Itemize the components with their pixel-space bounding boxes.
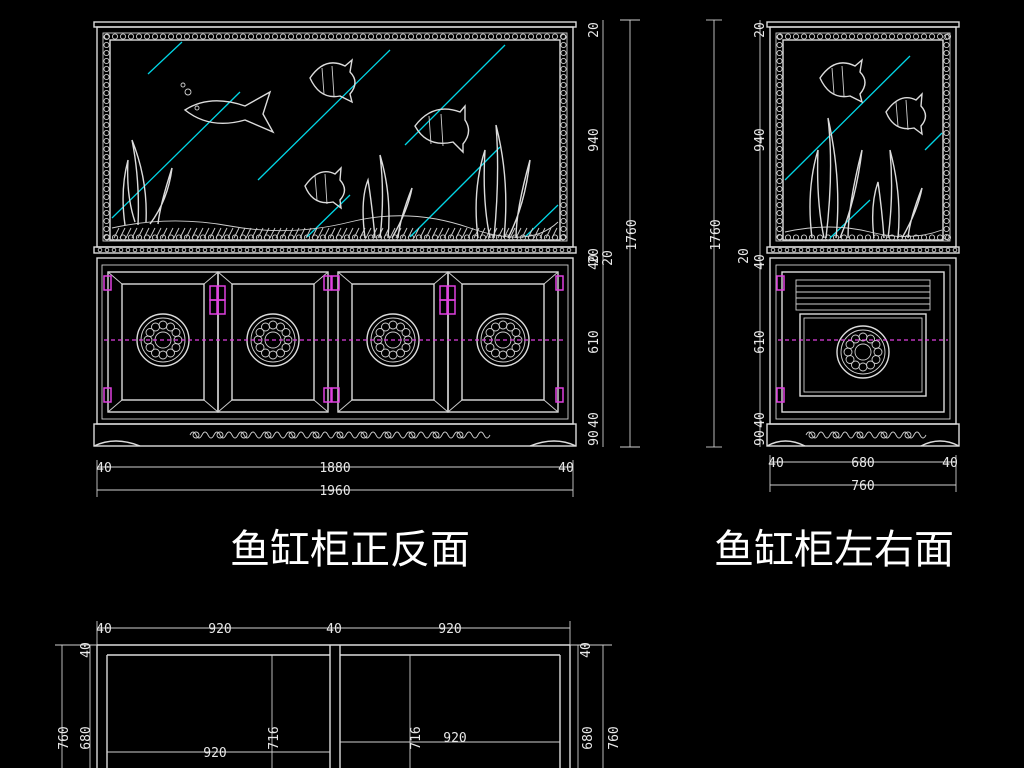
plan-dim-left-1: 40 [79, 642, 94, 658]
front-dim-right-2: 940 [587, 128, 602, 151]
front-plinth-carving [189, 431, 491, 439]
side-dim-left-1: 20 [753, 22, 768, 38]
front-dim-bottom-3: 40 [558, 461, 574, 476]
side-glass-reflection [784, 55, 943, 239]
plan-dim-left-2: 760 [57, 726, 72, 749]
front-dim-bottom-1: 40 [96, 461, 112, 476]
title-side: 鱼缸柜左右面 [714, 527, 954, 573]
plan-dim-top-1: 40 [96, 622, 112, 637]
side-dim-left-7: 90 [753, 430, 768, 446]
plan-dim-left-3: 680 [79, 726, 94, 749]
side-dimensions-bottom: 40 680 40 760 [768, 455, 958, 494]
fish-3 [414, 104, 470, 154]
fish-1 [180, 82, 275, 134]
front-dimensions-right: 20 940 20 40 20 610 40 90 1760 [587, 19, 640, 448]
front-dim-bottom-2: 1880 [319, 461, 350, 476]
side-fish-1 [819, 58, 866, 104]
side-dim-bottom-3: 40 [942, 456, 958, 471]
front-frame-pattern [103, 33, 567, 241]
plan-dim-top-2: 920 [208, 622, 231, 637]
side-dim-left-4: 40 [753, 254, 768, 270]
side-dim-bottom-2: 680 [851, 456, 874, 471]
fish-2 [309, 58, 356, 104]
front-dimensions-bottom: 40 1880 40 1960 [96, 460, 574, 499]
plan-dim-right-3: 760 [607, 726, 622, 749]
front-dim-right-7: 40 [587, 412, 602, 428]
front-sand-bed [113, 227, 558, 239]
front-dim-right-1: 20 [587, 22, 602, 38]
title-front: 鱼缸柜正反面 [230, 527, 470, 573]
side-dim-bottom-1: 40 [768, 456, 784, 471]
front-view [93, 21, 577, 447]
plan-depth-right: 716 [409, 726, 424, 749]
side-plants [809, 117, 923, 239]
side-rail-pattern [770, 247, 958, 253]
front-dim-right-6: 610 [587, 330, 602, 353]
side-dim-left-6: 40 [753, 412, 768, 428]
plan-inner-width-right: 920 [443, 731, 466, 746]
fish-4 [304, 166, 346, 210]
front-plants [122, 124, 531, 239]
side-dim-total: 1760 [709, 219, 724, 250]
plan-dim-top-3: 40 [326, 622, 342, 637]
side-frame-pattern [776, 33, 952, 241]
side-medallion [836, 325, 890, 379]
front-dim-right-4: 40 [587, 254, 602, 270]
front-doors [103, 271, 566, 413]
side-dim-bottom-total: 760 [851, 479, 874, 494]
front-dim-right-3: 20 [587, 248, 602, 264]
front-dim-total: 1760 [625, 219, 640, 250]
front-glass-reflection [111, 41, 559, 238]
side-view [766, 21, 960, 447]
side-dimensions-left: 20 940 20 40 610 40 90 1760 [706, 19, 768, 448]
front-rail-pattern [97, 247, 572, 253]
front-dim-right-5: 20 [601, 250, 616, 266]
plan-view: 40 920 40 920 920 920 716 716 40 760 680 [55, 621, 622, 768]
front-dim-right-8: 90 [587, 430, 602, 446]
side-dim-left-5: 610 [753, 330, 768, 353]
plan-dim-right-2: 680 [581, 726, 596, 749]
side-plinth-carving [805, 431, 927, 439]
side-dim-left-3: 20 [737, 248, 752, 264]
plan-dim-top-4: 920 [438, 622, 461, 637]
side-louvers [795, 279, 931, 311]
side-dim-left-2: 940 [753, 128, 768, 151]
plan-inner-width-left: 920 [203, 746, 226, 761]
front-dim-bottom-total: 1960 [319, 484, 350, 499]
plan-depth-left: 716 [267, 726, 282, 749]
plan-dim-right-1: 40 [579, 642, 594, 658]
side-fish-2 [885, 92, 927, 136]
